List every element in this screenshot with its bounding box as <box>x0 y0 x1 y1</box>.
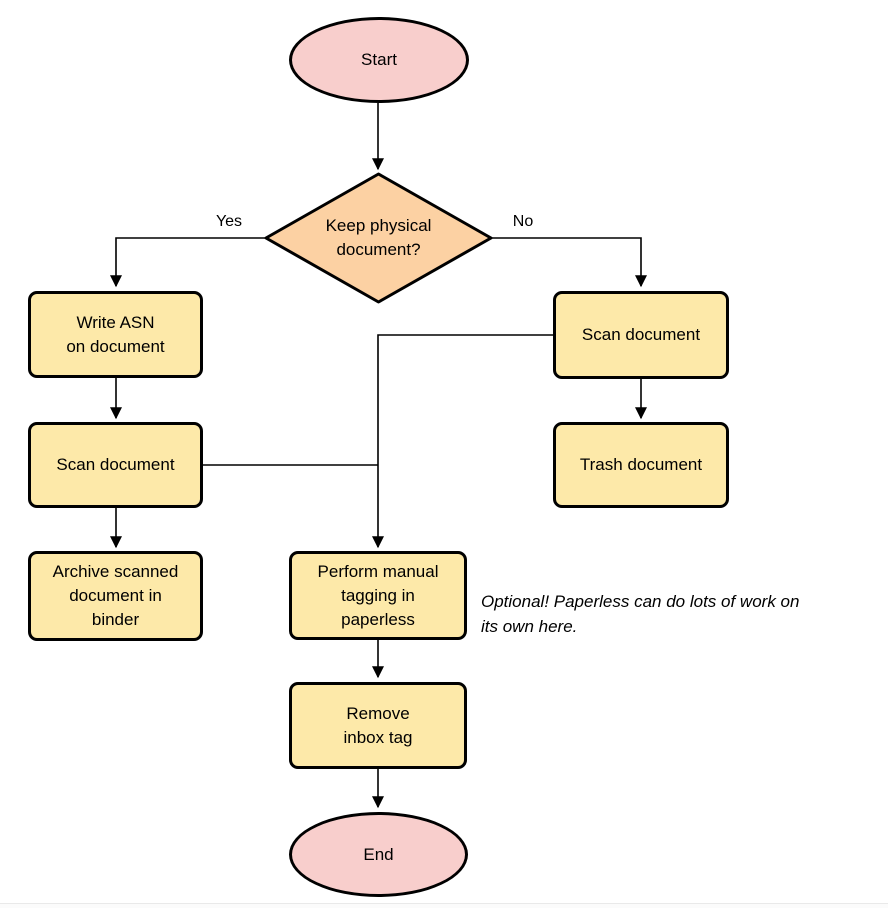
archive-line-3: binder <box>91 610 140 629</box>
node-end-label: End <box>363 844 394 864</box>
note-line-1: Optional! Paperless can do lots of work … <box>481 592 800 611</box>
node-remove-inbox-tag: Remove inbox tag <box>289 682 467 769</box>
node-perform-tagging: Perform manual tagging in paperless <box>289 551 467 640</box>
edge-label-yes: Yes <box>198 212 260 232</box>
write-asn-line-1: Write ASN <box>76 312 155 332</box>
page-bottom-edge <box>0 903 888 908</box>
node-archive-binder: Archive scanned document in binder <box>28 551 203 641</box>
decision-line-1: Keep physical <box>325 216 432 235</box>
node-trash-document: Trash document <box>553 422 729 508</box>
trash-label: Trash document <box>579 455 703 474</box>
remove-line-1: Remove <box>346 703 410 723</box>
write-asn-line-2: on document <box>66 336 165 356</box>
perform-line-3: paperless <box>341 609 415 629</box>
perform-line-2: tagging in <box>341 585 415 605</box>
edge-label-no: No <box>492 212 554 232</box>
node-start-label: Start <box>361 50 397 69</box>
perform-line-1: Perform manual <box>317 561 439 581</box>
node-decision-label: Keep physical document? <box>286 190 471 286</box>
node-end: End <box>289 812 468 897</box>
node-scan-document-right: Scan document <box>553 291 729 379</box>
remove-line-2: inbox tag <box>343 727 413 747</box>
note-line-2: its own here. <box>481 617 578 636</box>
node-start: Start <box>289 17 469 103</box>
archive-line-1: Archive scanned <box>52 562 179 581</box>
note-optional-paperless: Optional! Paperless can do lots of work … <box>481 589 888 639</box>
edge-decision-yes-to-write-asn <box>110 237 265 288</box>
archive-line-2: document in <box>69 586 162 605</box>
edge-scan-right-to-perform-tagging <box>372 334 553 549</box>
decision-line-2: document? <box>336 240 421 259</box>
node-write-asn: Write ASN on document <box>28 291 203 378</box>
scan-right-label: Scan document <box>581 325 701 344</box>
edge-decision-no-to-scan-right <box>492 237 647 288</box>
scan-left-label: Scan document <box>56 455 175 474</box>
node-scan-document-left: Scan document <box>28 422 203 508</box>
